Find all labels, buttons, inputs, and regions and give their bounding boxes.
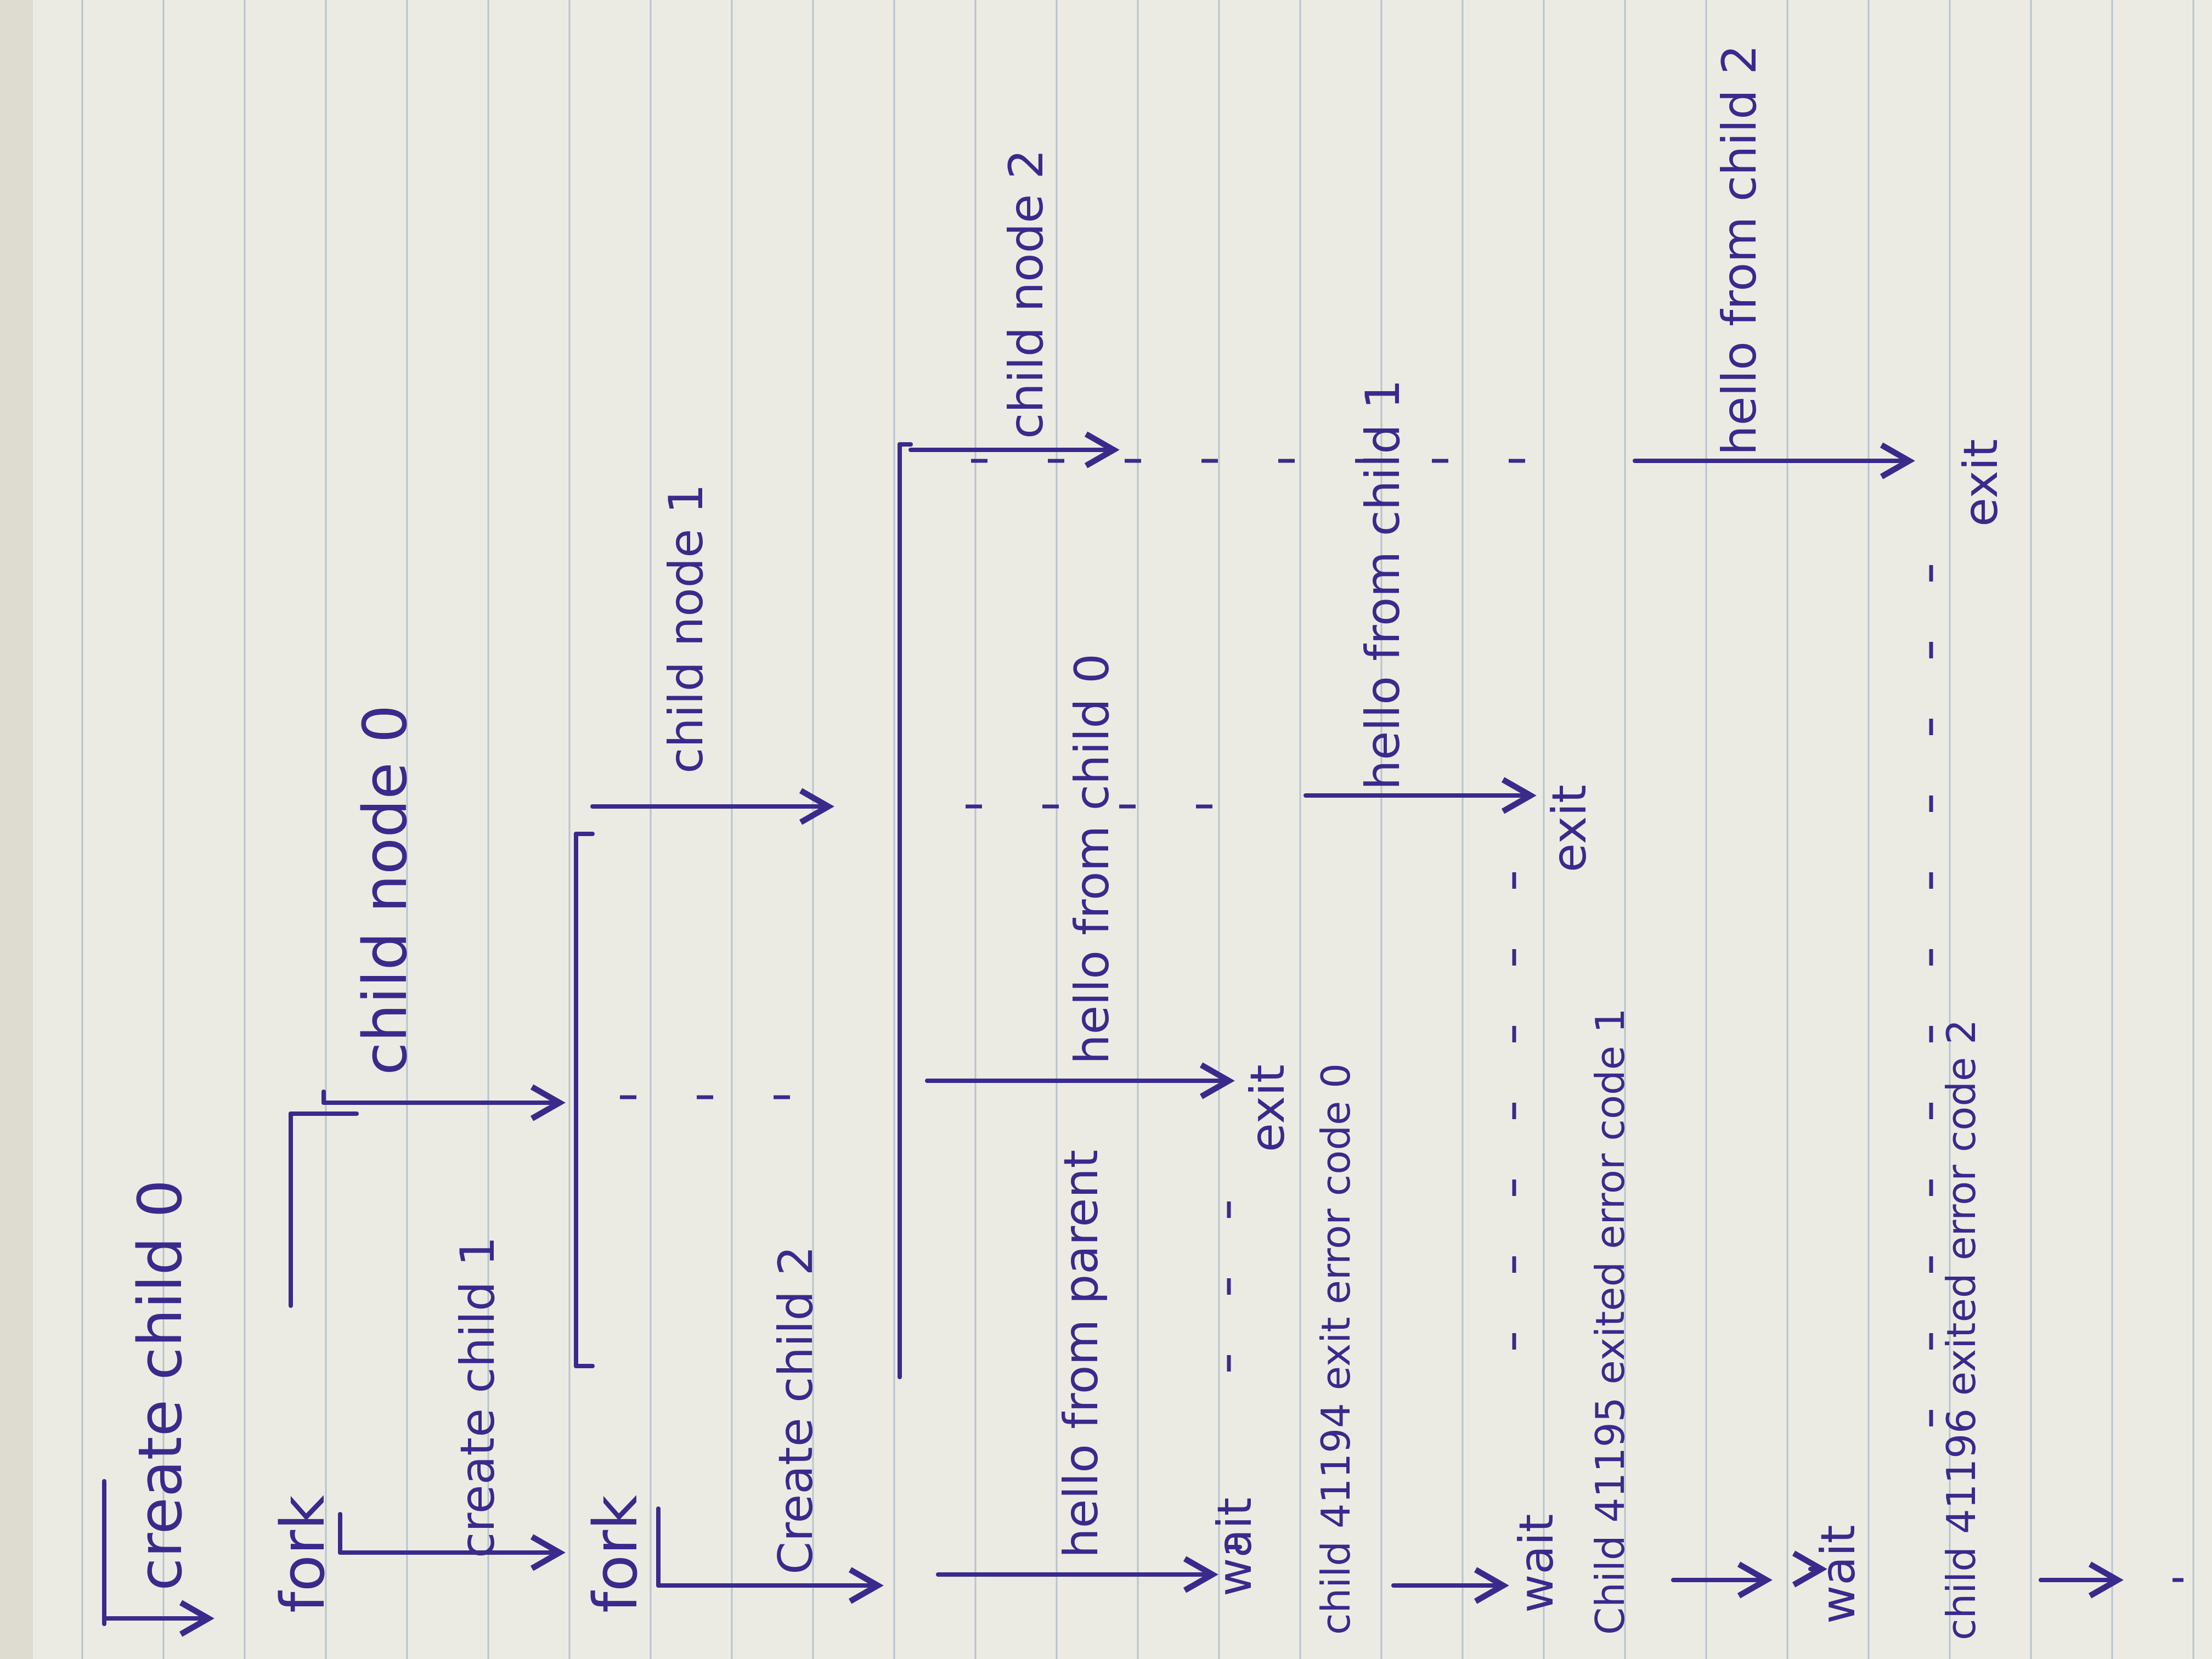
label-child-exit-1: Child 41195 exited error code 1 [1587, 1008, 1633, 1635]
label-hello-child0: hello from child 0 [1065, 653, 1120, 1064]
label-child-exit-2: child 41196 exited error code 2 [1938, 1019, 1984, 1640]
label-exit-child1: exit [1542, 785, 1597, 872]
label-wait-3: wait [1811, 1525, 1866, 1624]
label-hello-parent: hello from parent [1054, 1149, 1109, 1558]
dashed-connectors [620, 459, 2183, 1582]
label-wait-2: wait [1509, 1514, 1564, 1613]
label-create-child0: create child 0 [125, 1180, 195, 1591]
label-wait-1: wait [1207, 1497, 1262, 1596]
diagram-lines [102, 431, 2124, 1637]
label-exit-child0: exit [1240, 1064, 1295, 1152]
label-create-child2: Create child 2 [769, 1246, 823, 1575]
label-fork-1: fork [268, 1495, 338, 1613]
label-child-node2: child node 2 [999, 149, 1054, 439]
label-hello-child1: hello from child 1 [1356, 379, 1410, 790]
label-create-child1: create child 1 [450, 1236, 505, 1558]
label-child-exit-0: child 41194 exit error code 0 [1313, 1063, 1359, 1635]
label-exit-child2: exit [1954, 439, 2008, 527]
label-child-node1: child node 1 [659, 484, 714, 774]
label-hello-child2: hello from child 2 [1712, 44, 1767, 455]
ruled-lines [81, 0, 2194, 1659]
label-fork-2: fork [580, 1495, 651, 1613]
labels-group: create child 0 fork create child 1 child… [125, 44, 2008, 1640]
label-child-node0: child node 0 [350, 704, 420, 1075]
page-edge-shadow [0, 0, 33, 1659]
